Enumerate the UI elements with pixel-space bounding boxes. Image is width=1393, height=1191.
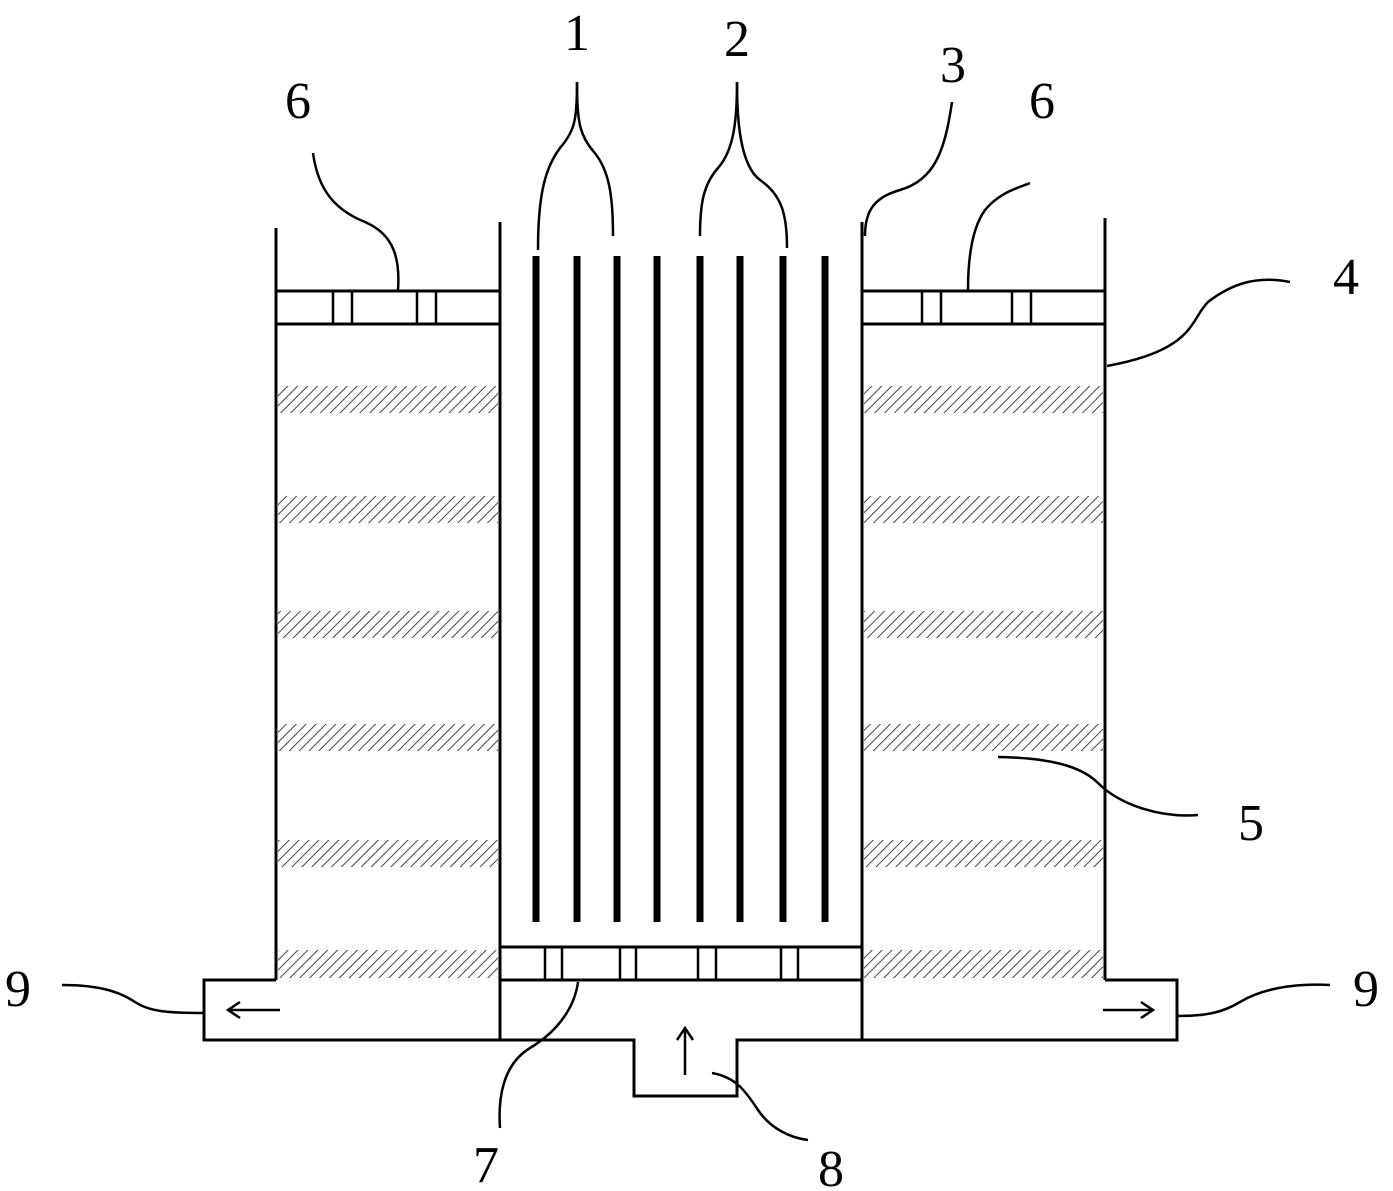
left-chamber <box>274 222 502 1040</box>
bottom-distribution-plate <box>500 945 862 982</box>
label-8: 8 <box>818 1141 844 1191</box>
electrode-rods <box>532 256 829 922</box>
label-3: 3 <box>940 37 966 94</box>
label-9-left: 9 <box>5 961 31 1018</box>
outlet-ducts <box>202 978 1179 1042</box>
label-9-right: 9 <box>1353 961 1379 1018</box>
left-perforated-plate <box>276 289 500 326</box>
right-packing-layers <box>864 386 1103 978</box>
label-6-right: 6 <box>1029 73 1055 130</box>
label-1: 1 <box>564 5 590 62</box>
left-outlet-arrow-icon <box>225 1000 280 1020</box>
inlet-pipe <box>500 1025 862 1098</box>
leader-lines <box>61 81 1331 1142</box>
label-4: 4 <box>1333 249 1359 306</box>
label-2: 2 <box>724 11 750 68</box>
label-5: 5 <box>1238 795 1264 852</box>
right-perforated-plate <box>862 289 1105 326</box>
label-6-left: 6 <box>285 73 311 130</box>
right-chamber <box>860 218 1107 1040</box>
right-outlet-arrow-icon <box>1103 1000 1156 1020</box>
left-packing-layers <box>278 386 498 978</box>
labels: 1 2 3 4 5 6 6 7 8 9 9 <box>5 5 1379 1191</box>
label-7: 7 <box>473 1137 499 1191</box>
inlet-arrow-icon <box>675 1025 695 1075</box>
